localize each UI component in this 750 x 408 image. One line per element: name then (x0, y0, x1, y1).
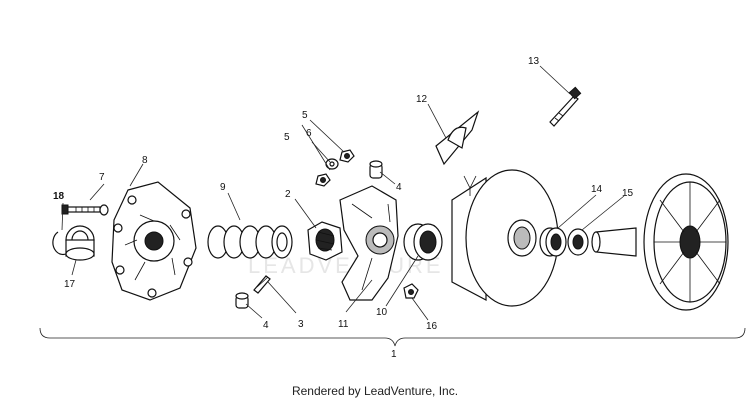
roller-part-upper[interactable] (369, 160, 383, 179)
callout-12: 12 (416, 94, 428, 105)
thrust-washer-part[interactable] (567, 228, 589, 256)
bushing-part[interactable] (65, 225, 95, 261)
callout-3: 3 (298, 319, 304, 330)
callout-2: 2 (285, 189, 291, 200)
long-bolt-part[interactable] (549, 86, 582, 127)
callout-11: 11 (338, 319, 349, 330)
callout-4-lower: 4 (263, 320, 269, 331)
spider-part[interactable] (339, 185, 399, 301)
callout-13: 13 (528, 56, 540, 67)
leader-lines (61, 65, 625, 321)
decal-part[interactable] (435, 110, 480, 166)
seal-part[interactable] (403, 223, 443, 261)
callout-5-upper: 5 (302, 110, 308, 121)
roller-part-lower[interactable] (235, 292, 249, 309)
washer-part[interactable] (99, 204, 109, 216)
threaded-hub-part[interactable] (307, 221, 343, 261)
callout-4-upper: 4 (396, 182, 402, 193)
washer-part-upper[interactable] (325, 158, 339, 170)
callout-14: 14 (591, 184, 603, 195)
spacer-ring-part[interactable] (539, 227, 567, 257)
callout-9: 9 (220, 182, 226, 193)
spring-part[interactable] (207, 225, 293, 259)
callout-18: 18 (53, 191, 65, 202)
fixed-sheave-part[interactable] (591, 173, 729, 311)
callout-6: 6 (306, 128, 312, 139)
callout-5-lower: 5 (284, 132, 290, 143)
footer-credit: Rendered by LeadVenture, Inc. (291, 384, 459, 398)
nut-part-lower[interactable] (315, 173, 331, 187)
callout-1: 1 (391, 349, 397, 360)
bolt-part[interactable] (61, 204, 101, 215)
cover-plate-part[interactable] (111, 181, 197, 301)
small-nut-part[interactable] (403, 283, 419, 299)
callout-17: 17 (64, 279, 76, 290)
pin-part[interactable] (253, 275, 271, 294)
callout-8: 8 (142, 155, 148, 166)
callout-15: 15 (622, 188, 634, 199)
nut-part-upper[interactable] (339, 149, 355, 163)
assembly-bracket (39, 327, 746, 347)
callout-10: 10 (376, 307, 388, 318)
callout-7: 7 (99, 172, 105, 183)
callout-16: 16 (426, 321, 438, 332)
